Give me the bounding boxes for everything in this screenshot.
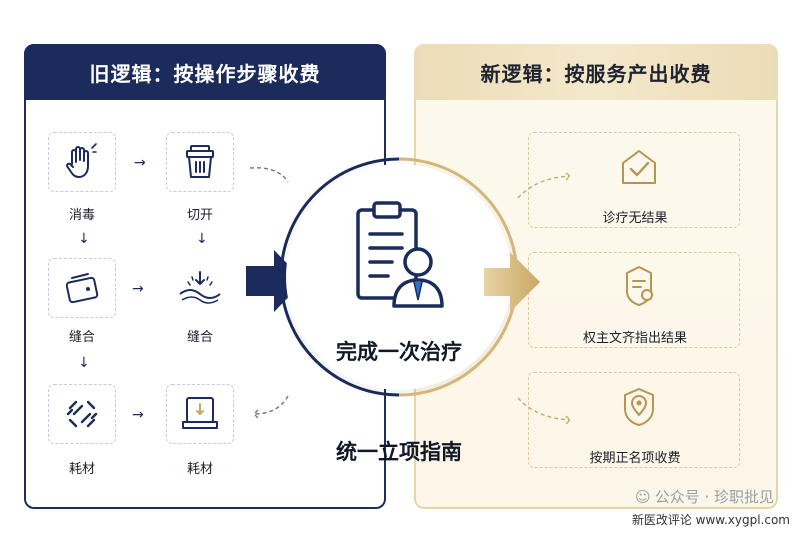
step-suture-1 — [48, 258, 116, 318]
result-box-1: 诊疗无结果 — [528, 132, 740, 228]
box-icon — [182, 397, 218, 429]
dashed-connector-top — [249, 167, 289, 183]
dashed-connector-r1 — [517, 172, 572, 199]
step-suture-2 — [166, 258, 234, 318]
arrow-right-2: → — [132, 281, 144, 297]
location-shield-icon — [624, 388, 654, 426]
step-label-incision: 切开 — [186, 208, 213, 223]
navy-arrow-icon — [246, 250, 304, 312]
dashed-connector-r3 — [517, 397, 571, 425]
watermark-account: ☺公众号 · 珍职批见 — [635, 486, 774, 507]
center-label-primary: 完成一次治疗 — [336, 340, 462, 364]
hand-icon — [66, 143, 97, 178]
suture-icon — [179, 271, 221, 304]
old-logic-title: 旧逻辑：按操作步骤收费 — [24, 44, 386, 100]
result-label-2: 权主文齐指出结果 — [582, 331, 687, 346]
wallet-icon — [65, 273, 99, 304]
step-label-disinfect: 消毒 — [68, 208, 95, 223]
step-disinfect — [48, 132, 116, 192]
result-label-1: 诊疗无结果 — [602, 211, 668, 226]
document-check-icon — [626, 266, 653, 306]
clipboard-doctor-icon — [356, 201, 444, 308]
center-label-secondary: 统一立项指南 — [336, 440, 462, 464]
gold-arrow-icon — [484, 252, 540, 312]
watermark-site: 新医改评论 www.xygpl.com — [631, 513, 790, 527]
step-incision — [166, 132, 234, 192]
result-label-3: 按期正名项收费 — [589, 451, 681, 466]
wechat-icon: ☺ — [635, 488, 651, 506]
new-logic-title: 新逻辑：按服务产出收费 — [414, 44, 778, 100]
bandage-icon — [66, 400, 98, 428]
step-label-consumable-1: 耗材 — [68, 462, 95, 477]
step-label-consumable-2: 耗材 — [186, 462, 213, 477]
arrow-down-3: ↓ — [78, 355, 90, 371]
dashed-connector-bottom — [253, 395, 289, 419]
house-check-icon — [622, 150, 656, 184]
arrow-down-2: ↓ — [196, 231, 208, 247]
watermark-account-text: 公众号 · 珍职批见 — [654, 488, 774, 506]
step-label-suture-2: 缝合 — [186, 330, 213, 345]
step-label-suture-1: 缝合 — [68, 330, 95, 345]
result-box-2: 权主文齐指出结果 — [528, 252, 740, 348]
arrow-down-1: ↓ — [78, 231, 90, 247]
center-circle — [286, 164, 512, 390]
container-icon — [186, 145, 214, 178]
arrow-right-3: → — [132, 407, 144, 423]
arrow-right-1: → — [134, 155, 146, 171]
step-consumable-1 — [48, 384, 116, 444]
result-box-3: 按期正名项收费 — [528, 372, 740, 468]
step-consumable-2 — [166, 384, 234, 444]
